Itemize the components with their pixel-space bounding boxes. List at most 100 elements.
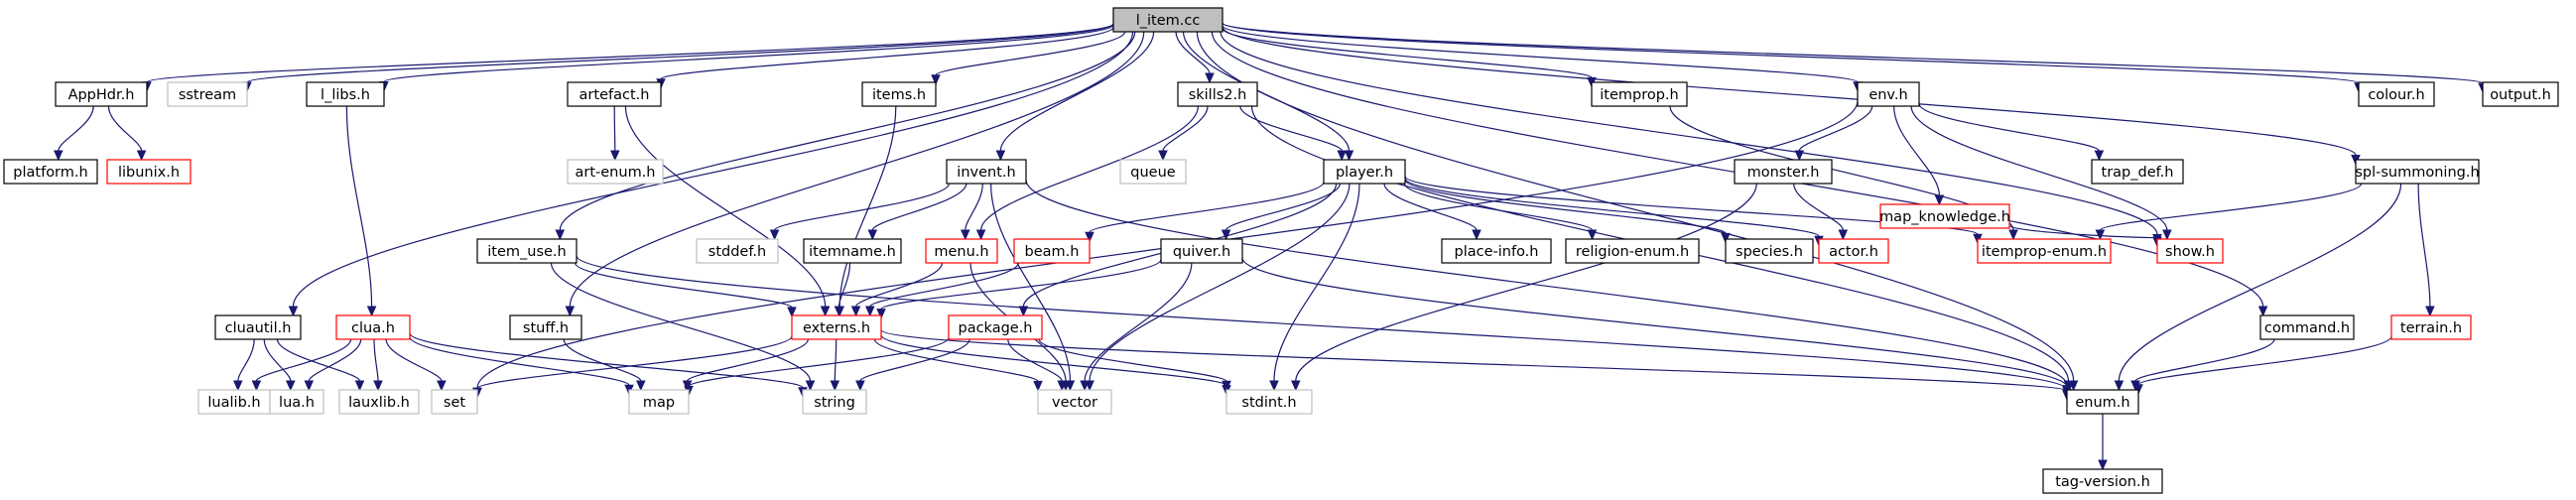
- node-trap-def[interactable]: trap_def.h: [2091, 159, 2184, 185]
- edge-line: [965, 183, 983, 231]
- node-label: output.h: [2490, 87, 2551, 103]
- node-monster[interactable]: monster.h: [1734, 159, 1833, 185]
- edge-line: [1225, 183, 1341, 231]
- node-platform[interactable]: platform.h: [3, 159, 98, 185]
- edge-l_item-to-show: [1220, 31, 2162, 245]
- edge-command-to-enum: [2130, 338, 2275, 392]
- node-command[interactable]: command.h: [2259, 314, 2355, 340]
- edge-line: [1793, 183, 1844, 231]
- edge-line: [1038, 338, 1227, 382]
- node-beam[interactable]: beam.h: [1013, 238, 1091, 264]
- node-skills2[interactable]: skills2.h: [1177, 81, 1258, 107]
- node-quiver[interactable]: quiver.h: [1160, 238, 1243, 264]
- edge-line: [1893, 105, 1940, 196]
- node-map-knowledge[interactable]: map_knowledge.h: [1879, 203, 2010, 229]
- node-species[interactable]: species.h: [1725, 238, 1814, 264]
- node-l-libs[interactable]: l_libs.h: [306, 81, 385, 107]
- node-item-use[interactable]: item_use.h: [476, 238, 578, 264]
- node-stdint: stdint.h: [1225, 389, 1313, 415]
- edge-arrowhead: [2094, 150, 2105, 162]
- node-itemname[interactable]: itemname.h: [803, 238, 902, 264]
- node-colour[interactable]: colour.h: [2358, 81, 2435, 107]
- edge-line: [624, 105, 827, 308]
- node-religion-enum[interactable]: religion-enum.h: [1565, 238, 1700, 264]
- node-box: [1112, 7, 1224, 33]
- node-box: [476, 238, 578, 264]
- node-label: vector: [1052, 395, 1097, 411]
- node-apphdr[interactable]: AppHdr.h: [55, 81, 148, 107]
- node-box: [1565, 238, 1700, 264]
- edge-artefact-to-externs: [624, 105, 831, 317]
- edge-line: [292, 31, 1134, 308]
- edge-arrowhead: [1085, 231, 1095, 243]
- edge-l_item-to-cluautil: [288, 31, 1134, 317]
- edge-line: [563, 338, 642, 382]
- edge-quiver-to-enum: [1241, 257, 2072, 398]
- node-env[interactable]: env.h: [1857, 81, 1920, 107]
- node-label: sstream: [179, 87, 236, 103]
- node-label: clua.h: [351, 320, 395, 336]
- edge-arrowhead: [2095, 229, 2106, 241]
- edge-arrowhead: [288, 306, 299, 317]
- edge-arrowhead: [1018, 306, 1029, 317]
- node-spl-summoning[interactable]: spl-summoning.h: [2355, 159, 2480, 185]
- edge-line: [1918, 103, 2100, 152]
- node-output[interactable]: output.h: [2482, 81, 2559, 107]
- edge-terrain-to-enum: [2133, 335, 2392, 396]
- node-menu[interactable]: menu.h: [925, 238, 998, 264]
- node-cluautil[interactable]: cluautil.h: [214, 314, 302, 340]
- node-box: [269, 389, 324, 415]
- node-label: artefact.h: [580, 87, 650, 103]
- node-label: l_item.cc: [1136, 13, 1201, 29]
- node-box: [628, 389, 690, 415]
- node-box: [2042, 468, 2163, 494]
- node-place-info[interactable]: place-info.h: [1441, 238, 1552, 264]
- edge-line: [834, 338, 837, 382]
- node-enum[interactable]: enum.h: [2066, 389, 2139, 415]
- edge-line: [2137, 335, 2392, 386]
- edge-line: [1798, 105, 1873, 152]
- edge-line: [1025, 180, 2068, 386]
- node-stuff[interactable]: stuff.h: [509, 314, 582, 340]
- node-l-item[interactable]: l_item.cc: [1112, 7, 1224, 33]
- node-itemprop-enum[interactable]: itemprop-enum.h: [1977, 238, 2112, 264]
- edge-line: [383, 24, 1114, 83]
- edge-arrowhead: [876, 309, 886, 319]
- edge-arrowhead: [855, 380, 865, 392]
- edge-line: [871, 183, 967, 231]
- edge-invent-to-menu: [961, 183, 983, 241]
- edge-arrowhead: [437, 380, 447, 392]
- node-invent[interactable]: invent.h: [946, 159, 1027, 185]
- node-items[interactable]: items.h: [861, 81, 937, 107]
- edge-line: [2118, 183, 2402, 382]
- edge-arrowhead: [850, 306, 861, 317]
- edge-arrowhead: [233, 380, 243, 392]
- node-actor[interactable]: actor.h: [1818, 238, 1889, 264]
- node-package[interactable]: package.h: [948, 314, 1043, 340]
- edge-spl_summoning-to-enum: [2114, 183, 2402, 392]
- node-tag-version[interactable]: tag-version.h: [2042, 468, 2163, 494]
- edge-line: [873, 338, 1039, 382]
- node-artefact[interactable]: artefact.h: [567, 81, 662, 107]
- node-label: items.h: [872, 87, 926, 103]
- edge-line: [1175, 31, 1211, 74]
- edge-line: [345, 105, 373, 308]
- node-box: [431, 389, 478, 415]
- node-libunix[interactable]: libunix.h: [106, 159, 192, 185]
- node-label: species.h: [1736, 244, 1803, 260]
- node-externs[interactable]: externs.h: [791, 314, 882, 340]
- edge-stuff-to-map: [563, 338, 646, 392]
- node-itemprop[interactable]: itemprop.h: [1591, 81, 1688, 107]
- node-player[interactable]: player.h: [1323, 159, 1406, 185]
- edge-line: [855, 262, 943, 308]
- edge-line: [880, 334, 1227, 387]
- node-box: [1591, 81, 1688, 107]
- node-clua[interactable]: clua.h: [335, 314, 411, 340]
- node-show[interactable]: show.h: [2156, 238, 2224, 264]
- node-terrain[interactable]: terrain.h: [2390, 314, 2472, 340]
- node-label: spl-summoning.h: [2355, 165, 2479, 181]
- edge-arrowhead: [1205, 72, 1215, 84]
- node-box: [335, 314, 411, 340]
- node-label: set: [444, 395, 465, 411]
- edge-arrowhead: [769, 229, 780, 241]
